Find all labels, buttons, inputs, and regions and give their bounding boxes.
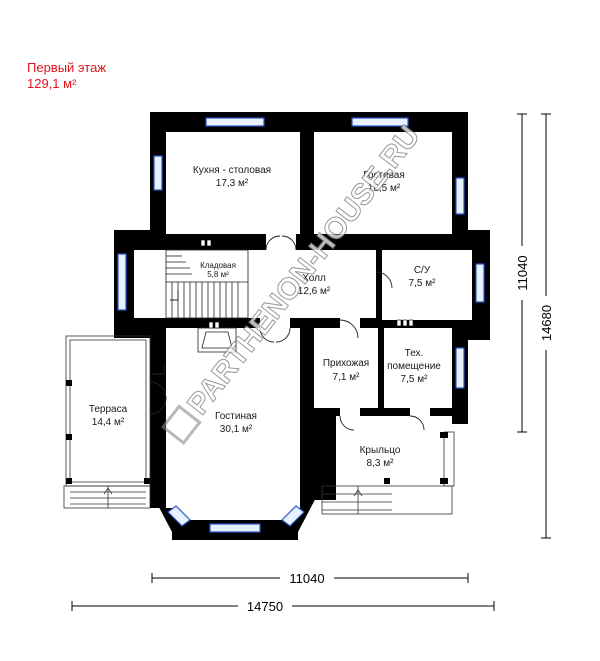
room-bathroom-name: С/У [414,265,431,276]
room-porch-area: 8,3 м² [367,458,395,469]
room-kitchen-area: 17,3 м² [216,178,249,189]
room-bathroom-area: 7,5 м² [409,278,437,289]
room-living-area: 30,1 м² [220,424,253,435]
dim-total-height: 14680 [539,305,554,341]
porch-posts [322,432,448,484]
room-terrace-area: 14,4 м² [92,417,125,428]
vents [200,239,414,329]
fireplace [197,327,237,353]
doors [149,235,425,431]
dim-total-width: 14750 [247,599,283,614]
floor-areas [134,132,472,520]
windows [117,117,485,533]
room-living-name: Гостиная [215,411,257,422]
floor-area: 129,1 м² [27,76,77,91]
stairs [165,249,249,319]
room-guest-name: Гостевая [363,170,405,181]
room-guest-area: 18,5 м² [368,183,401,194]
porch [321,431,455,515]
room-tech-area: 7,5 м² [401,374,429,385]
room-tech-name2: помещение [387,361,441,372]
dim-inner-width: 11040 [289,571,324,586]
room-entry-name: Прихожая [323,358,369,369]
room-hall-name: Холл [302,273,326,284]
interior-walls [166,132,468,416]
terrace-posts [66,380,150,484]
room-pantry-area: 5,8 м² [207,270,229,279]
room-pantry-name: Кладовая [200,261,236,270]
room-entry-area: 7,1 м² [333,372,361,383]
room-tech-name: Тех. [405,348,424,359]
room-terrace-name: Терраса [89,404,128,415]
room-hall-area: 12,6 м² [298,286,331,297]
room-porch-name: Крыльцо [360,445,401,456]
dim-inner-height: 11040 [515,255,530,290]
floor-title: Первый этаж [27,60,107,75]
terrace [63,335,151,509]
room-kitchen-name: Кухня - столовая [193,165,271,176]
